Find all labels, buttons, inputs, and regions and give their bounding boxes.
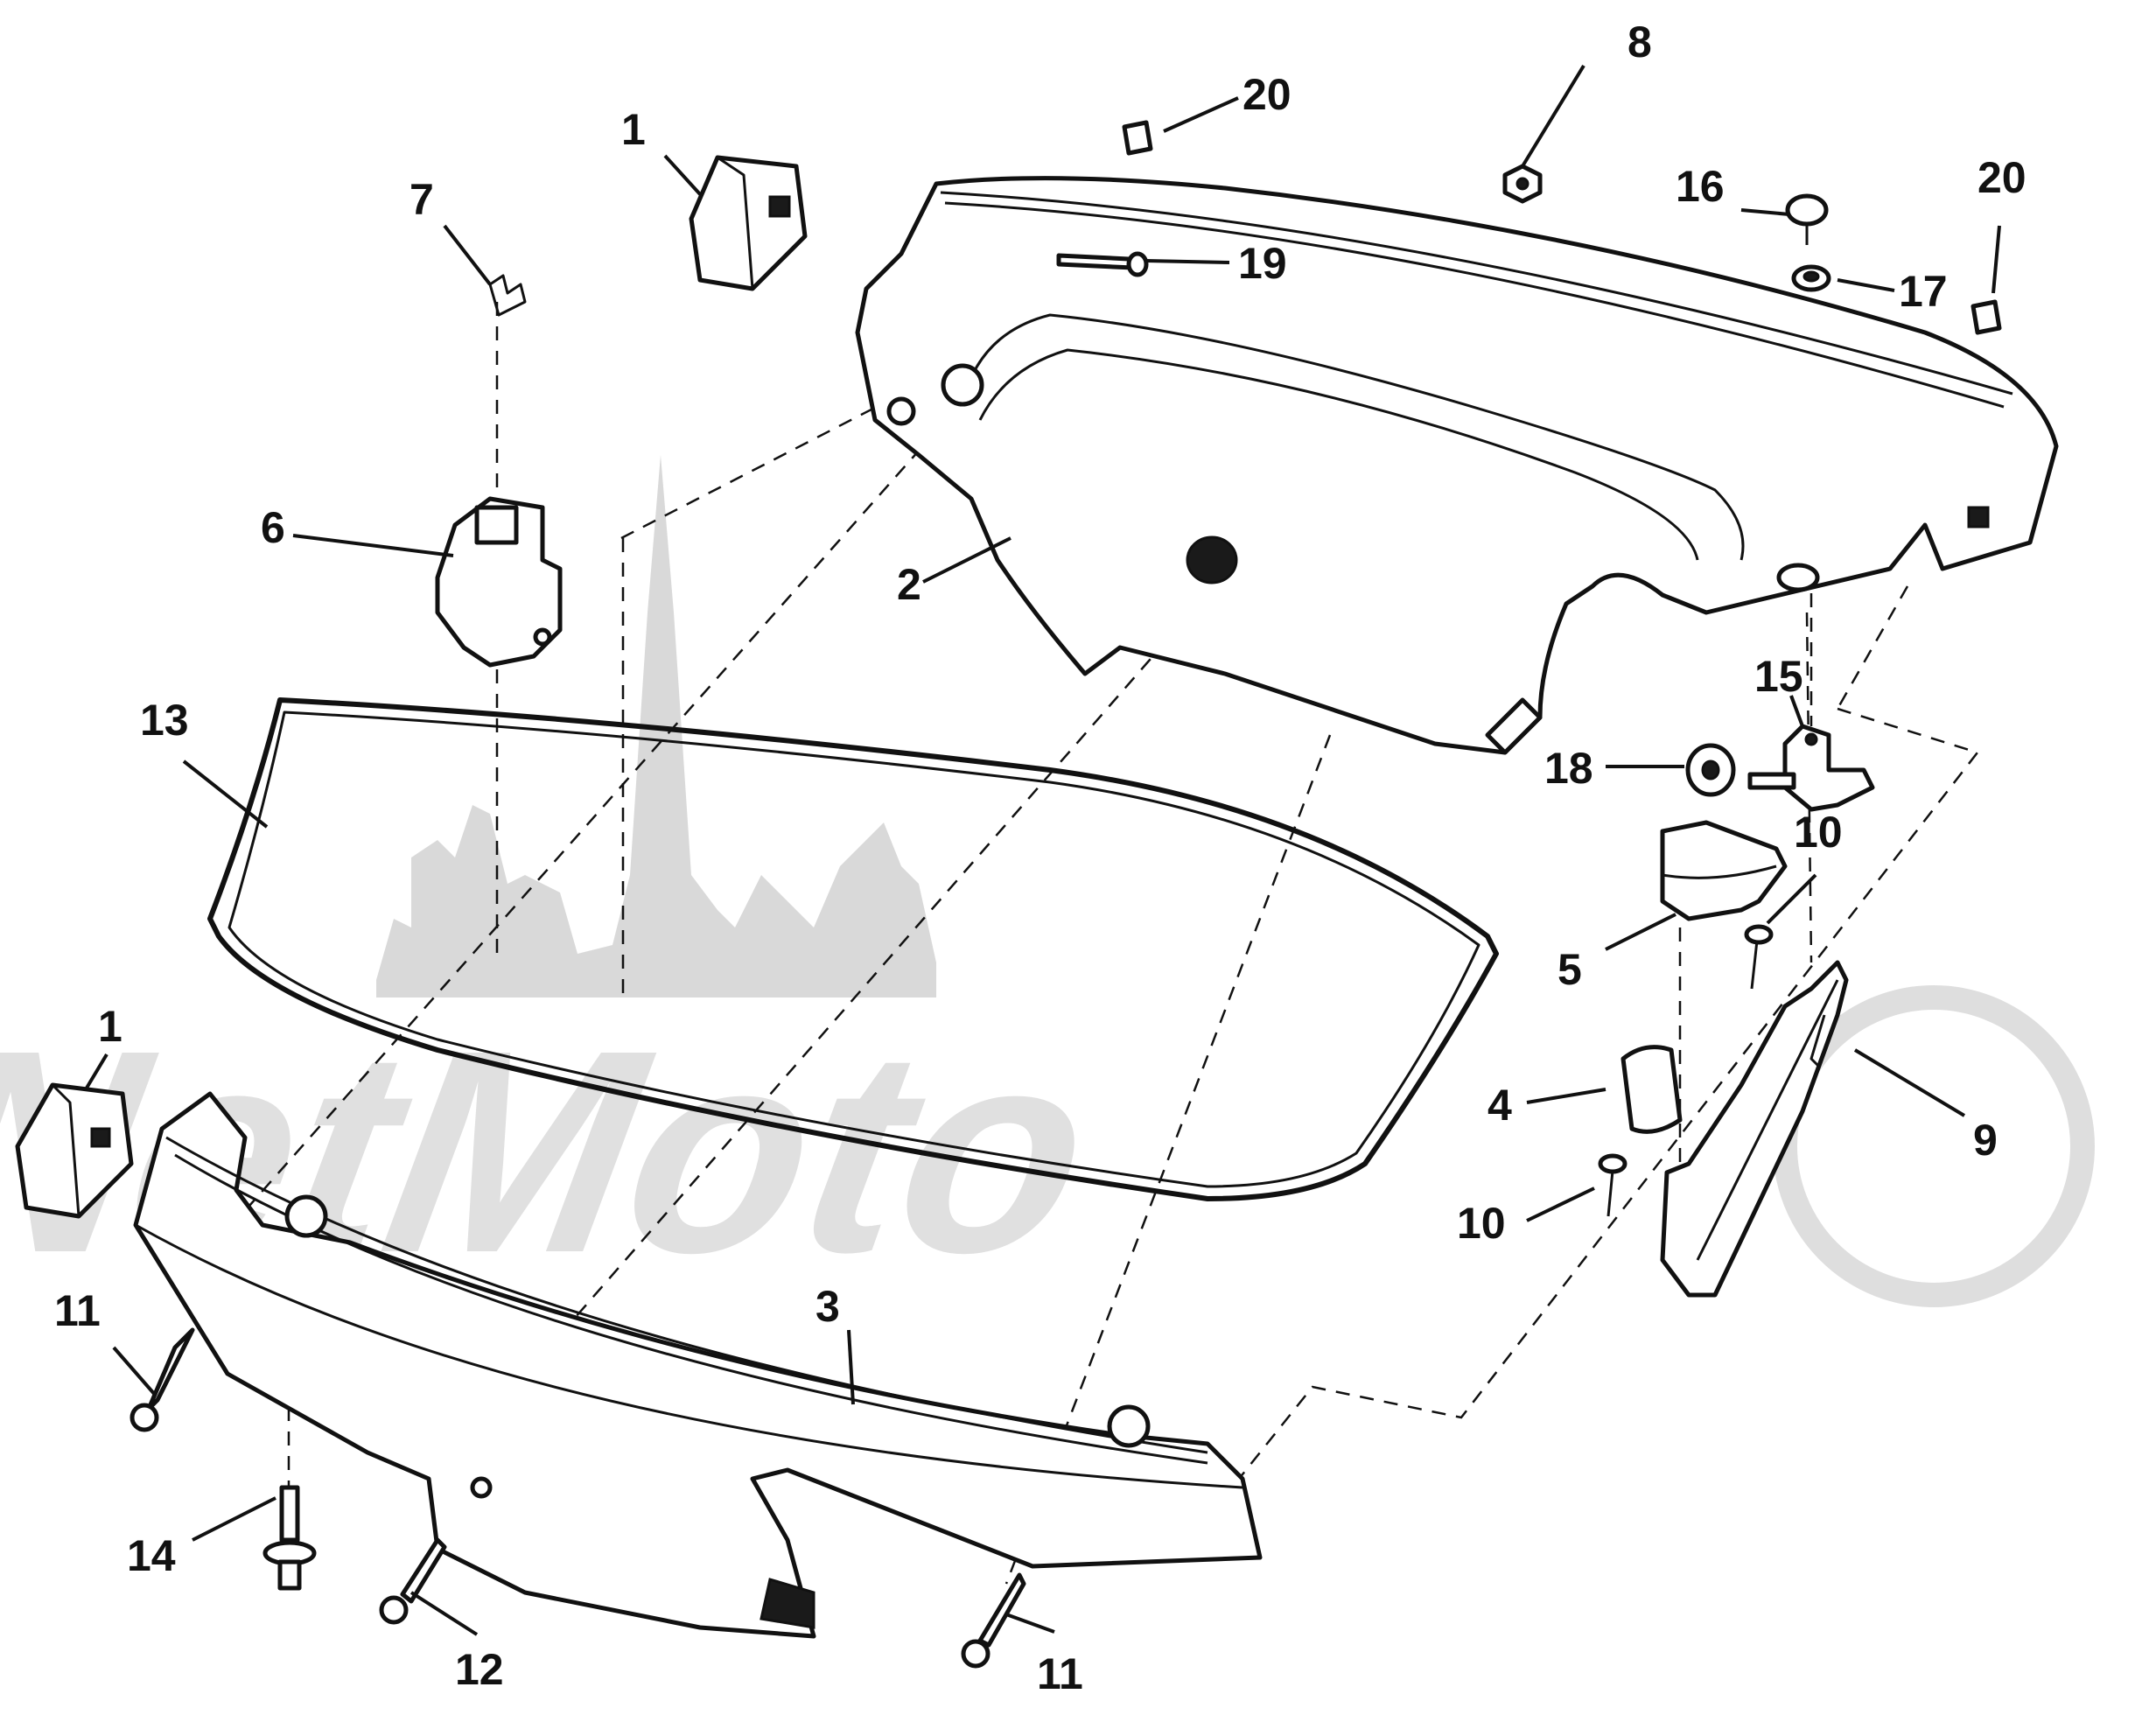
callout-19: 19 — [1238, 239, 1287, 288]
callout-18: 18 — [1544, 744, 1593, 793]
callout-10-lower: 10 — [1457, 1199, 1506, 1248]
callout-13: 13 — [140, 696, 189, 745]
part-5-cover — [1660, 820, 1788, 921]
part-20-right — [1970, 299, 2002, 335]
callout-14: 14 — [127, 1531, 176, 1580]
part-16-screw — [1785, 193, 1829, 245]
seal — [207, 697, 1499, 1201]
callout-3: 3 — [816, 1282, 840, 1331]
callout-20-left: 20 — [1242, 70, 1292, 119]
part-19-screw — [1056, 251, 1149, 277]
callout-4: 4 — [1488, 1081, 1512, 1130]
part-9-bracket — [1660, 960, 1849, 1298]
callout-2: 2 — [897, 560, 921, 609]
callout-labels: 1 1 2 3 4 5 6 7 8 9 10 10 11 11 12 13 14… — [54, 18, 2026, 1698]
part-6-hinge — [435, 496, 563, 668]
part-18-washer — [1685, 743, 1736, 797]
part-17-washer — [1791, 264, 1831, 292]
callout-6: 6 — [261, 503, 285, 552]
part-20-left — [1122, 120, 1153, 156]
part-1-top — [689, 155, 808, 291]
lower-cowl — [133, 1091, 1263, 1639]
callout-15: 15 — [1754, 652, 1803, 701]
part-11-bolt-left — [130, 1327, 195, 1432]
part-11-bolt-bottom — [961, 1572, 1026, 1669]
callout-12: 12 — [455, 1645, 504, 1694]
callout-17: 17 — [1899, 267, 1948, 316]
part-12-bolt — [379, 1537, 447, 1625]
callout-1-left: 1 — [98, 1002, 122, 1051]
callout-7: 7 — [410, 175, 434, 224]
callout-10-upper: 10 — [1794, 808, 1843, 857]
part-4-pad — [1620, 1045, 1683, 1134]
callout-16: 16 — [1676, 162, 1725, 211]
callout-11-left: 11 — [54, 1286, 101, 1335]
part-10-screw-upper — [1744, 924, 1774, 990]
callout-1-top: 1 — [621, 105, 646, 154]
callout-11-bottom: 11 — [1037, 1649, 1083, 1698]
part-10-screw-lower — [1598, 1153, 1628, 1217]
callout-5: 5 — [1558, 945, 1582, 994]
upper-cowl — [855, 176, 2059, 755]
callout-8: 8 — [1628, 18, 1652, 66]
part-8-nut — [1502, 164, 1543, 204]
callout-9: 9 — [1973, 1116, 1998, 1165]
part-7-clip — [488, 274, 527, 317]
callout-20-right: 20 — [1978, 153, 2026, 202]
leader-lines — [84, 64, 2001, 1636]
part-14-stud — [262, 1485, 317, 1591]
part-1-left — [15, 1082, 134, 1219]
part-15-latch — [1747, 724, 1875, 812]
